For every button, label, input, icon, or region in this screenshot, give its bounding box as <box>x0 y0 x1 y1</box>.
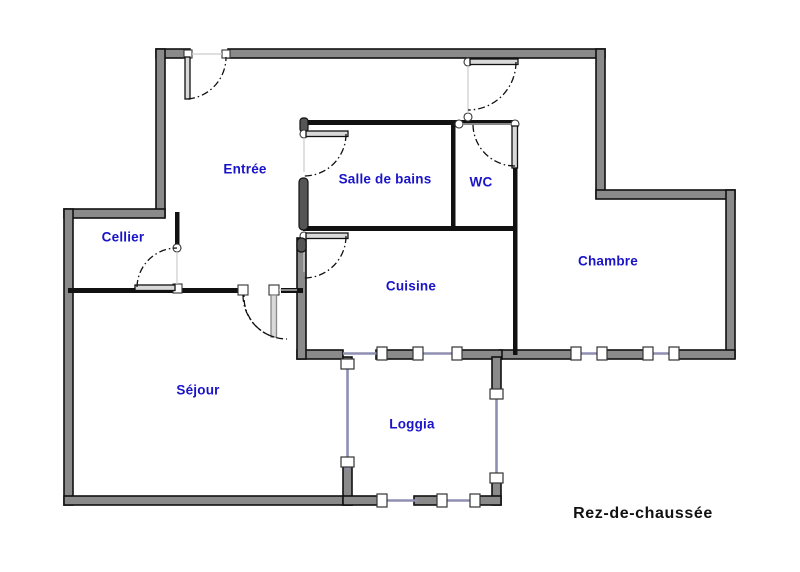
wall-cellier-north <box>63 208 166 219</box>
wall-west-exterior <box>63 208 74 506</box>
door-leaf <box>270 294 278 338</box>
wall-cellier-south <box>68 288 179 293</box>
door-leaf <box>511 125 519 169</box>
door-leaf <box>305 232 349 240</box>
door-leaf <box>134 284 176 292</box>
door-leaf <box>469 58 519 66</box>
window-marker <box>376 346 388 361</box>
room-label-cellier: Cellier <box>102 230 145 245</box>
door-sejour-entree <box>237 284 288 340</box>
door-wc-north <box>463 57 519 122</box>
wall-wc-south <box>455 226 517 231</box>
window-marker <box>340 358 355 370</box>
room-label-entree: Entrée <box>223 162 267 177</box>
wall-chambre-north <box>595 189 736 200</box>
window-marker <box>376 493 388 508</box>
wall-sejour-south <box>63 495 353 506</box>
door-hinge <box>463 112 473 122</box>
door-swing-arc <box>242 294 288 340</box>
room-label-cuisine: Cuisine <box>386 279 436 294</box>
wall-wc-east <box>513 120 518 355</box>
wall-sdb-north <box>303 120 455 125</box>
wall-wc-north <box>455 120 517 125</box>
wall-sejour-north <box>179 288 243 293</box>
door-swing-arc <box>303 133 347 177</box>
door-leaf <box>305 130 349 138</box>
room-labels-group: Entrée Cellier Salle de bains WC Chambre… <box>102 162 638 432</box>
wall-east-exterior <box>725 189 736 359</box>
door-jamb <box>237 284 249 296</box>
window-marker <box>451 346 463 361</box>
wall-top-main <box>227 48 606 59</box>
door-hinge <box>454 119 464 129</box>
window-marker <box>668 346 680 361</box>
door-jamb-tall <box>298 177 309 231</box>
wall-cellier-east <box>175 212 180 245</box>
window-marker <box>642 346 654 361</box>
door-salle-de-bains-north <box>299 117 349 177</box>
room-label-chambre: Chambre <box>578 254 638 269</box>
room-label-sejour: Séjour <box>176 383 220 398</box>
wall-chambre-south-seg3 <box>671 349 736 360</box>
door-swing-arc <box>472 123 516 167</box>
window-marker <box>570 346 582 361</box>
window-marker <box>436 493 448 508</box>
window-marker <box>489 388 504 400</box>
door-swing-arc <box>187 56 227 100</box>
wall-chambre-south-seg1 <box>499 349 579 360</box>
wall-northeast-vertical <box>595 48 606 199</box>
room-label-wc: WC <box>470 175 493 190</box>
door-swing-arc <box>136 247 178 288</box>
door-entrance-main <box>183 49 231 100</box>
door-swing-arc <box>303 235 347 279</box>
window-marker <box>412 346 424 361</box>
wall-cuisine-east <box>296 237 307 360</box>
window-marker <box>596 346 608 361</box>
door-jamb <box>221 49 231 59</box>
wall-cuisine-east-cap <box>296 237 307 253</box>
door-wc-south <box>454 119 520 169</box>
window-marker <box>340 456 355 468</box>
door-jamb <box>268 284 280 296</box>
plan-title: Rez-de-chaussée <box>573 505 713 522</box>
door-cellier <box>134 243 183 294</box>
window-marker <box>469 493 481 508</box>
wall-sdb-wc-divider <box>451 120 456 230</box>
door-leaf <box>184 56 191 100</box>
window-markers-group <box>340 346 680 508</box>
wall-entree-west <box>155 48 166 218</box>
room-label-loggia: Loggia <box>389 417 435 432</box>
wall-sdb-south <box>303 226 455 231</box>
window-marker <box>489 472 504 484</box>
room-label-salle-de-bains: Salle de bains <box>339 172 432 187</box>
